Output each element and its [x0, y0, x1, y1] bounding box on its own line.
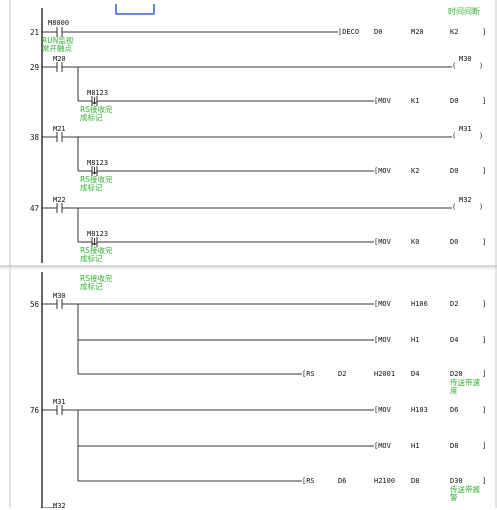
pulse-arrow: [92, 171, 95, 175]
step-number: 47: [30, 204, 40, 213]
instr-end: ]: [482, 238, 487, 246]
instr-end: ]: [482, 97, 487, 105]
pulse-arrow: [94, 242, 97, 246]
instruction[interactable]: [MOV: [374, 336, 391, 344]
device-comment: 传送带报: [450, 485, 480, 494]
device-comment: RS接收完: [80, 105, 113, 114]
coil[interactable]: (: [452, 62, 457, 70]
coil[interactable]: (: [452, 203, 457, 211]
coil[interactable]: ): [479, 62, 484, 70]
operand: D2: [450, 300, 459, 308]
contact-label[interactable]: M30: [53, 292, 66, 300]
operand: K0: [411, 238, 420, 246]
contact-label[interactable]: M8123: [87, 230, 109, 238]
device-comment: RUN监视: [42, 36, 74, 45]
coil[interactable]: ): [479, 132, 484, 140]
operand: D4: [450, 336, 459, 344]
operand: H2100: [374, 477, 396, 485]
operand: D0: [450, 97, 459, 105]
step-number: 76: [30, 406, 40, 415]
coil-label[interactable]: M32: [459, 196, 472, 204]
coil[interactable]: ): [479, 203, 484, 211]
instruction[interactable]: [MOV: [374, 167, 391, 175]
operand: H103: [411, 406, 428, 414]
operand: K2: [411, 167, 420, 175]
pulse-arrow: [94, 101, 97, 105]
coil-label[interactable]: M31: [459, 125, 472, 133]
instr-end: ]: [482, 300, 487, 308]
instr-end: ]: [482, 167, 487, 175]
device-comment: RS接收完: [80, 246, 113, 255]
contact-label[interactable]: M8123: [87, 159, 109, 167]
operand: H2001: [374, 370, 396, 378]
header-comment: 时间间断: [448, 7, 480, 16]
instr-end: ]: [482, 336, 487, 344]
contact-label[interactable]: M31: [53, 398, 66, 406]
instruction[interactable]: [MOV: [374, 406, 391, 414]
operand: D0: [374, 28, 383, 36]
operand: D6: [450, 406, 459, 414]
contact-label[interactable]: M32: [53, 502, 66, 510]
device-comment: 度: [450, 386, 458, 395]
operand: D6: [338, 477, 347, 485]
device-comment: 成标记: [80, 282, 103, 291]
device-comment: 成标记: [80, 113, 103, 122]
operand: D30: [450, 477, 463, 485]
device-comment: 成标记: [80, 254, 103, 263]
operand: D20: [450, 370, 463, 378]
step-number: 29: [30, 63, 40, 72]
operand: K1: [411, 97, 420, 105]
instr-end: ]: [482, 370, 487, 378]
operand: D2: [338, 370, 347, 378]
operand: D4: [411, 370, 420, 378]
operand: D8: [450, 442, 459, 450]
device-comment: RS接收完: [80, 175, 113, 184]
device-comment: 常开触点: [42, 44, 72, 53]
instr-end: ]: [482, 442, 487, 450]
operand: D8: [411, 477, 420, 485]
pulse-arrow: [92, 242, 95, 246]
operand: M20: [411, 28, 424, 36]
instruction[interactable]: [MOV: [374, 442, 391, 450]
device-comment: RS接收完: [80, 274, 113, 283]
operand: H1: [411, 336, 420, 344]
contact-label[interactable]: M20: [53, 55, 66, 63]
device-comment: 传送带速: [450, 378, 480, 387]
instr-end: ]: [482, 28, 487, 36]
coil-label[interactable]: M30: [459, 55, 472, 63]
contact-label[interactable]: M8000: [48, 19, 70, 27]
instruction[interactable]: [DECO: [338, 28, 360, 36]
step-number: 56: [30, 300, 40, 309]
coil[interactable]: (: [452, 132, 457, 140]
step-number: 21: [30, 28, 40, 37]
instruction[interactable]: [MOV: [374, 300, 391, 308]
device-comment: 成标记: [80, 183, 103, 192]
contact-label[interactable]: M21: [53, 125, 66, 133]
instr-end: ]: [482, 477, 487, 485]
operand: K2: [450, 28, 459, 36]
instruction[interactable]: [RS: [302, 370, 315, 378]
step-number: 38: [30, 133, 40, 142]
contact-label[interactable]: M8123: [87, 89, 109, 97]
instruction[interactable]: [MOV: [374, 238, 391, 246]
instruction[interactable]: [MOV: [374, 97, 391, 105]
instruction[interactable]: [RS: [302, 477, 315, 485]
device-comment: 警: [450, 493, 458, 502]
operand: D0: [450, 167, 459, 175]
operand: H1: [411, 442, 420, 450]
operand: H106: [411, 300, 428, 308]
instr-end: ]: [482, 406, 487, 414]
contact-label[interactable]: M22: [53, 196, 66, 204]
pulse-arrow: [94, 171, 97, 175]
operand: D0: [450, 238, 459, 246]
